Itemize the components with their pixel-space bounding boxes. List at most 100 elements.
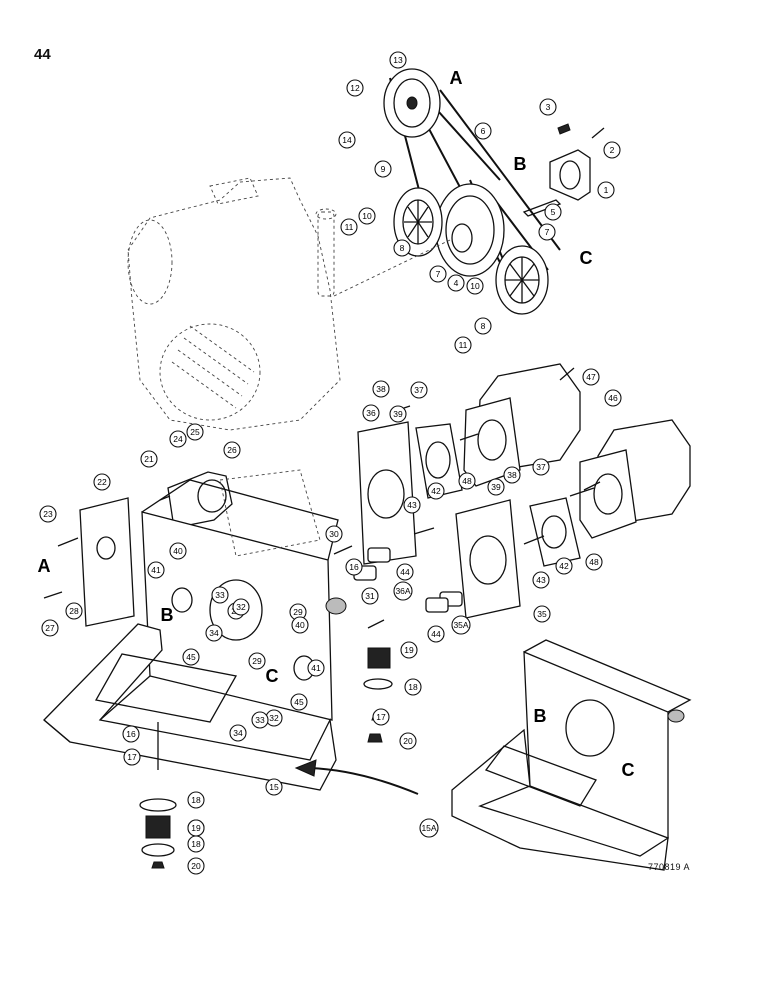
callout-44: 44 [396,563,414,581]
callout-number: 43 [407,500,417,510]
callout-15: 15 [265,778,283,796]
callout-6: 6 [474,122,492,140]
callout-38: 38 [372,380,390,398]
section-letter-c: C [622,760,635,780]
callout-39: 39 [389,405,407,423]
callout-13: 13 [389,51,407,69]
callout-43: 43 [532,571,550,589]
callout-number: 25 [190,427,200,437]
callout-number: 6 [481,126,486,136]
callout-24: 24 [169,430,187,448]
callout-number: 13 [393,55,403,65]
spacers [353,547,463,613]
callout-9: 9 [374,160,392,178]
callout-number: 39 [393,409,403,419]
callout-40: 40 [291,616,309,634]
callout-47: 47 [582,368,600,386]
callout-number: 43 [536,575,546,585]
callout-35: 35 [533,605,551,623]
section-letter-a: A [38,556,51,576]
callout-number: 2 [610,145,615,155]
callout-number: 48 [462,476,472,486]
section-letter-b: B [161,605,174,625]
section-letter-b: B [514,154,527,174]
callout-number: 19 [191,823,201,833]
callout-45: 45 [182,648,200,666]
callout-37: 37 [532,458,550,476]
callout-4: 4 [447,274,465,292]
callout-number: 34 [209,628,219,638]
svg-text:B: B [161,605,174,625]
callout-34: 34 [229,724,247,742]
callout-35A: 35A [451,615,471,635]
callout-number: 34 [233,728,243,738]
callout-18: 18 [187,791,205,809]
page-number: 44 [34,46,51,63]
callout-28: 28 [65,602,83,620]
callout-30: 30 [325,525,343,543]
callout-5: 5 [544,203,562,221]
callout-number: 38 [376,384,386,394]
callout-7: 7 [429,265,447,283]
callout-number: 20 [403,736,413,746]
callout-33: 33 [251,711,269,729]
callout-number: 17 [376,712,386,722]
callout-32: 32 [232,598,250,616]
callout-19: 19 [187,819,205,837]
relation-arrow [294,759,419,795]
plate-22 [79,497,135,627]
callout-15A: 15A [419,818,439,838]
mounting-plate-36 [357,421,417,565]
callout-number: 33 [215,590,225,600]
callout-16: 16 [122,725,140,743]
callout-3: 3 [539,98,557,116]
callout-number: 41 [311,663,321,673]
gasket-42-upper [415,423,463,499]
callout-2: 2 [603,141,621,159]
callout-number: 44 [431,629,441,639]
callout-10: 10 [466,277,484,295]
callout-number: 41 [151,565,161,575]
section-letter-c: C [580,248,593,268]
motor-21 [159,471,233,529]
callout-number: 11 [345,222,354,232]
callout-43: 43 [403,496,421,514]
callout-34: 34 [205,624,223,642]
pulley-b-large [435,183,505,277]
figure-code: 770819 A [648,862,691,872]
callout-number: 37 [414,385,424,395]
callout-36A: 36A [393,581,413,601]
callout-number: 15 [269,782,279,792]
callout-number: 20 [191,861,201,871]
svg-text:A: A [38,556,51,576]
callout-number: 16 [349,562,359,572]
callout-number: 36 [366,408,376,418]
callout-number: 35 [537,609,547,619]
callout-number: 16 [126,729,136,739]
mounting-plate-35 [455,499,521,619]
callout-number: 47 [586,372,596,382]
callout-number: 32 [236,602,246,612]
callout-14: 14 [338,131,356,149]
callout-33: 33 [211,586,229,604]
callout-number: 3 [546,102,551,112]
callout-42: 42 [427,482,445,500]
engine-ghost [127,177,451,431]
callout-number: 42 [559,561,569,571]
callout-number: 35A [453,620,468,630]
callout-number: 10 [362,211,372,221]
callout-number: 8 [481,321,486,331]
callout-8: 8 [393,239,411,257]
callout-12: 12 [346,79,364,97]
callout-number: 32 [269,713,279,723]
callout-number: 11 [459,340,468,350]
callout-40: 40 [169,542,187,560]
callout-7: 7 [538,223,556,241]
base-frame-15a-inset [451,639,692,871]
callout-11: 11 [340,218,358,236]
callout-48: 48 [585,553,603,571]
callout-18: 18 [187,835,205,853]
callout-number: 37 [536,462,546,472]
